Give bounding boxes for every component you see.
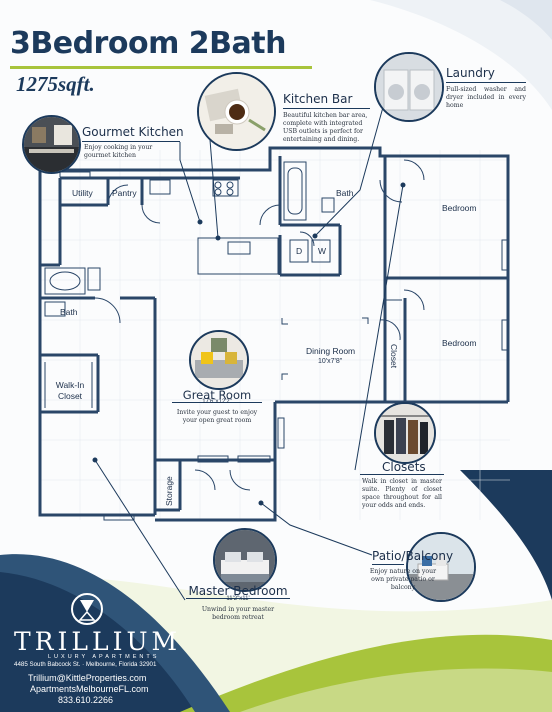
brand-tagline: LUXURY APARTMENTS bbox=[48, 654, 160, 660]
dryer-label: D bbox=[296, 246, 303, 256]
great-room-dimensions: 17'6"x12'2" bbox=[202, 399, 232, 405]
master-bedroom-photo bbox=[213, 528, 277, 592]
laundry-description: Full-sized washer and dryer included in … bbox=[446, 86, 526, 109]
footer-navy-panel bbox=[0, 560, 200, 712]
master-bedroom-title: Master Bedroom bbox=[188, 584, 288, 598]
address: 4485 South Babcock St. · Melbourne, Flor… bbox=[14, 661, 157, 668]
gourmet-kitchen-description: Enjoy cooking in your gourmet kitchen bbox=[84, 144, 153, 159]
gourmet-kitchen-title: Gourmet Kitchen bbox=[82, 125, 184, 139]
gourmet-kitchen-photo bbox=[22, 115, 81, 174]
laundry-rule bbox=[446, 82, 526, 83]
kitchen-bar-description: Beautiful kitchen bar area, complete wit… bbox=[283, 112, 368, 143]
website-link[interactable]: ApartmentsMelbourneFL.com bbox=[30, 684, 149, 694]
room-label-bedroom-1: Bedroom bbox=[442, 203, 477, 213]
closets-title: Closets bbox=[382, 460, 426, 474]
master-bedroom-description: Unwind in your master bedroom retreat bbox=[201, 606, 275, 621]
master-bedroom-dimensions: 11'2"x11' bbox=[226, 596, 250, 602]
dining-room-dimensions: 10'x7'8" bbox=[318, 358, 343, 365]
patio-rule bbox=[372, 564, 404, 565]
page-title: 3Bedroom 2Bath bbox=[10, 26, 286, 61]
trillium-logo-icon bbox=[71, 593, 103, 625]
room-label-pantry: Pantry bbox=[112, 188, 137, 198]
room-label-storage: Storage bbox=[164, 476, 174, 506]
closets-photo bbox=[374, 402, 436, 464]
great-room-photo bbox=[189, 330, 249, 390]
room-label-walk-in-closet: Walk-In Closet bbox=[55, 380, 85, 401]
room-label-bath-top: Bath bbox=[336, 188, 354, 198]
right-navy-corner bbox=[460, 470, 552, 600]
room-label-bedroom-2: Bedroom bbox=[442, 338, 477, 348]
closets-rule bbox=[360, 474, 444, 475]
room-label-bath-left: Bath bbox=[60, 307, 78, 317]
patio-description: Enjoy nature on your own private patio o… bbox=[369, 568, 437, 591]
washer-label: W bbox=[318, 246, 327, 256]
patio-title: Patio/Balcony bbox=[372, 549, 454, 563]
great-room-description: Invite your guest to enjoy your open gre… bbox=[176, 409, 258, 424]
room-label-dining-room: Dining Room bbox=[306, 346, 356, 356]
great-room-title: Great Room bbox=[182, 388, 252, 402]
great-room-rule bbox=[172, 402, 262, 403]
phone-number[interactable]: 833.610.2266 bbox=[58, 695, 114, 705]
room-label-closet: Closet bbox=[389, 344, 399, 369]
closets-description: Walk in closet in master suite. Plenty o… bbox=[362, 478, 442, 509]
kitchen-bar-photo bbox=[197, 72, 276, 151]
title-underline bbox=[10, 66, 312, 69]
laundry-photo bbox=[374, 52, 444, 122]
master-bedroom-rule bbox=[186, 598, 290, 599]
brand-name: TRILLIUM bbox=[14, 627, 182, 656]
laundry-title: Laundry bbox=[446, 66, 495, 80]
patio-photo bbox=[406, 532, 476, 602]
gourmet-kitchen-rule bbox=[82, 141, 180, 142]
email-link[interactable]: Trillium@KittleProperties.com bbox=[28, 673, 147, 683]
square-footage: 1275sqft. bbox=[16, 72, 95, 96]
header-swoosh bbox=[370, 0, 552, 110]
room-label-utility: Utility bbox=[72, 188, 93, 198]
kitchen-bar-rule bbox=[283, 108, 370, 109]
kitchen-bar-title: Kitchen Bar bbox=[283, 92, 353, 106]
